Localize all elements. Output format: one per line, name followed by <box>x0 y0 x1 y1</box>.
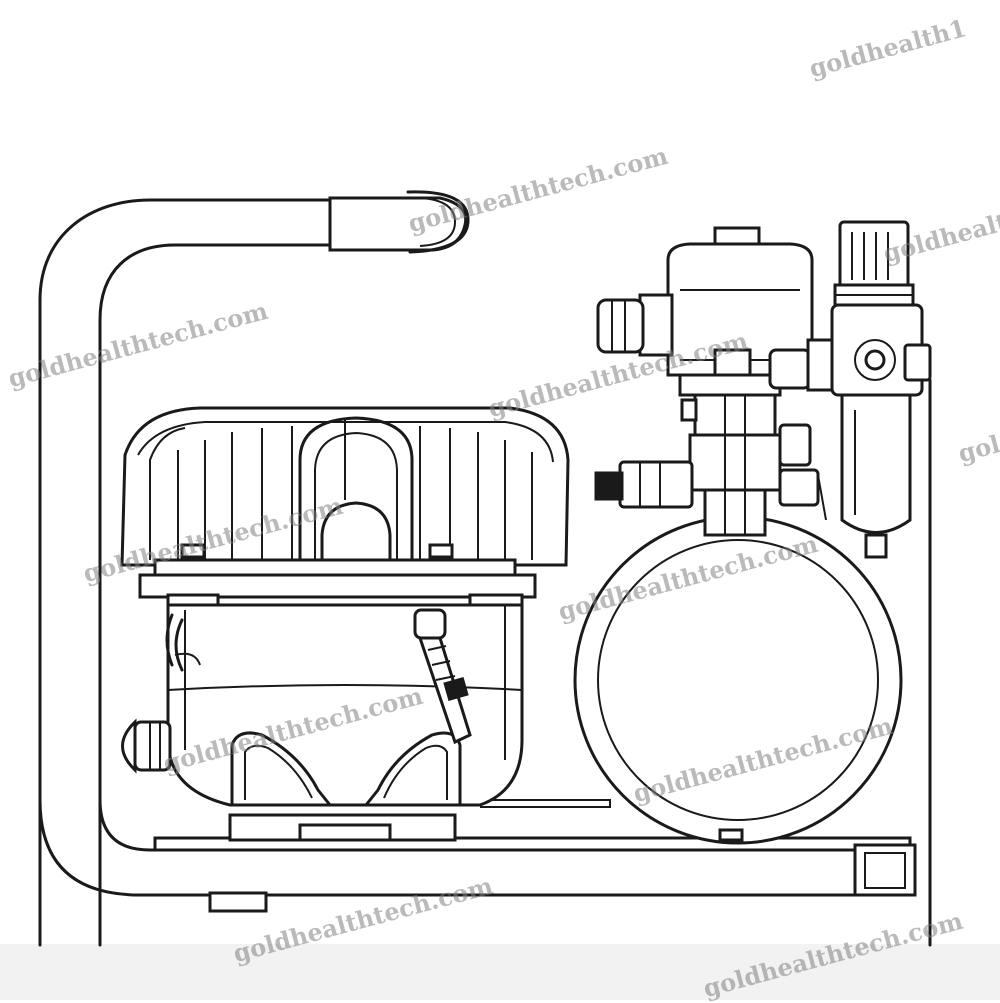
diagonal-valve <box>413 608 472 745</box>
motor-tank <box>165 603 524 807</box>
filter-regulator <box>830 220 932 559</box>
outlet-fitting <box>594 398 698 509</box>
side-knob <box>121 718 172 774</box>
air-tank <box>573 515 903 845</box>
bottom-band <box>0 944 1000 1000</box>
fan-shroud <box>120 406 570 609</box>
handle-frame <box>38 190 932 947</box>
pressure-switch-manifold <box>596 226 835 537</box>
